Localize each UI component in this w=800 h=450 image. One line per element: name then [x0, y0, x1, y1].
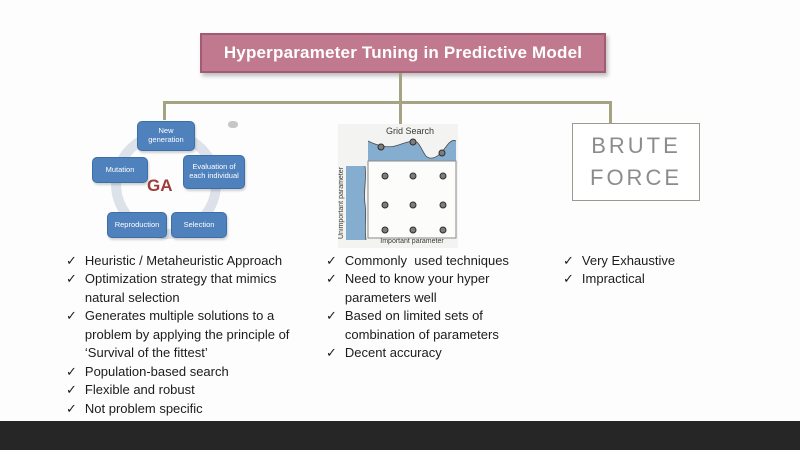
left-curve-line: [364, 165, 367, 241]
checkmark-icon: ✓: [326, 345, 337, 361]
top-curve-fill: [368, 140, 456, 161]
grid-search-bullet-list: ✓ Commonly used techniques ✓ Need to know …: [326, 252, 521, 363]
bottom-letterbox-bar: [0, 421, 800, 450]
bullet-text: Very Exhaustive: [581, 253, 676, 268]
ga-bullet-list: ✓ Heuristic / Metaheuristic Approach ✓ Opt…: [66, 252, 306, 418]
grid-search-x-axis-label: Important parameter: [380, 238, 444, 245]
title-box: Hyperparameter Tuning in Predictive Mode…: [200, 33, 606, 73]
list-item: ✓ Optimization strategy that mimics natur…: [66, 270, 306, 307]
list-item: ✓ Population-based search: [66, 363, 306, 381]
bullet-text: Optimization strategy that mimics natura…: [84, 271, 280, 305]
checkmark-icon: ✓: [66, 308, 77, 324]
list-item: ✓ Flexible and robust: [66, 381, 306, 399]
ga-step-reproduction: Reproduction: [107, 212, 167, 238]
left-curve-fill: [346, 166, 366, 240]
bullet-text: Generates multiple solutions to a proble…: [84, 308, 297, 361]
brute-force-line2: FORCE: [590, 165, 682, 191]
ga-step-new-generation: New generation: [137, 121, 195, 151]
list-item: ✓ Heuristic / Metaheuristic Approach: [66, 252, 306, 270]
grid-search-plot: [346, 138, 457, 241]
list-item: ✓ Generates multiple solutions to a probl…: [66, 307, 306, 362]
ga-center-label: GA: [147, 176, 173, 195]
checkmark-icon: ✓: [66, 382, 77, 398]
connector-drop-middle: [399, 101, 402, 127]
bullet-text: Based on limited sets of combination of …: [344, 308, 499, 342]
bullet-text: Population-based search: [84, 363, 229, 379]
bullet-text: Decent accuracy: [344, 345, 442, 361]
ga-step-mutation: Mutation: [92, 157, 148, 183]
brute-force-box: BRUTE FORCE: [572, 123, 700, 201]
checkmark-icon: ✓: [66, 253, 77, 268]
grid-sample-points: [381, 172, 447, 234]
checkmark-icon: ✓: [563, 271, 574, 287]
grid-search-y-axis-label: Unimportant parameter: [338, 167, 345, 239]
bullet-text: Need to know your hyper parameters well: [344, 271, 494, 305]
checkmark-icon: ✓: [326, 271, 337, 287]
bullet-text: Commonly used techniques: [344, 253, 509, 268]
checkmark-icon: ✓: [326, 253, 337, 268]
curve-sample-points: [377, 138, 446, 157]
ga-step-evaluation: Evaluation of each individual: [183, 155, 245, 189]
list-item: ✓ Commonly used techniques: [326, 252, 521, 270]
bullet-text: Impractical: [581, 271, 645, 287]
connector-trunk: [399, 73, 402, 103]
bullet-text: Not problem specific: [84, 400, 203, 416]
connector-drop-right: [609, 101, 612, 123]
bullet-text: Heuristic / Metaheuristic Approach: [84, 253, 283, 268]
checkmark-icon: ✓: [563, 253, 574, 268]
connector-drop-left: [163, 101, 166, 120]
checkmark-icon: ✓: [66, 400, 77, 416]
connector-crossbar: [163, 101, 612, 104]
list-item: ✓ Need to know your hyper parameters well: [326, 270, 521, 307]
bullet-text: Flexible and robust: [84, 382, 195, 398]
small-smudge-icon: [228, 121, 238, 128]
checkmark-icon: ✓: [326, 308, 337, 324]
checkmark-icon: ✓: [66, 271, 77, 287]
brute-force-bullet-list: ✓ Very Exhaustive ✓ Impractical: [563, 252, 743, 289]
list-item: ✓ Decent accuracy: [326, 344, 521, 362]
ga-step-selection: Selection: [171, 212, 227, 238]
grid-search-title: Grid Search: [385, 126, 435, 136]
grid-search-diagram: Grid Search Unimportant parameter Import…: [338, 124, 458, 248]
slide-title: Hyperparameter Tuning in Predictive Mode…: [223, 43, 583, 62]
list-item: ✓ Not problem specific: [66, 400, 306, 418]
checkmark-icon: ✓: [66, 363, 77, 379]
brute-force-line1: BRUTE: [591, 132, 681, 158]
list-item: ✓ Impractical: [563, 270, 743, 288]
list-item: ✓ Very Exhaustive: [563, 252, 743, 270]
list-item: ✓ Based on limited sets of combination of…: [326, 307, 521, 344]
